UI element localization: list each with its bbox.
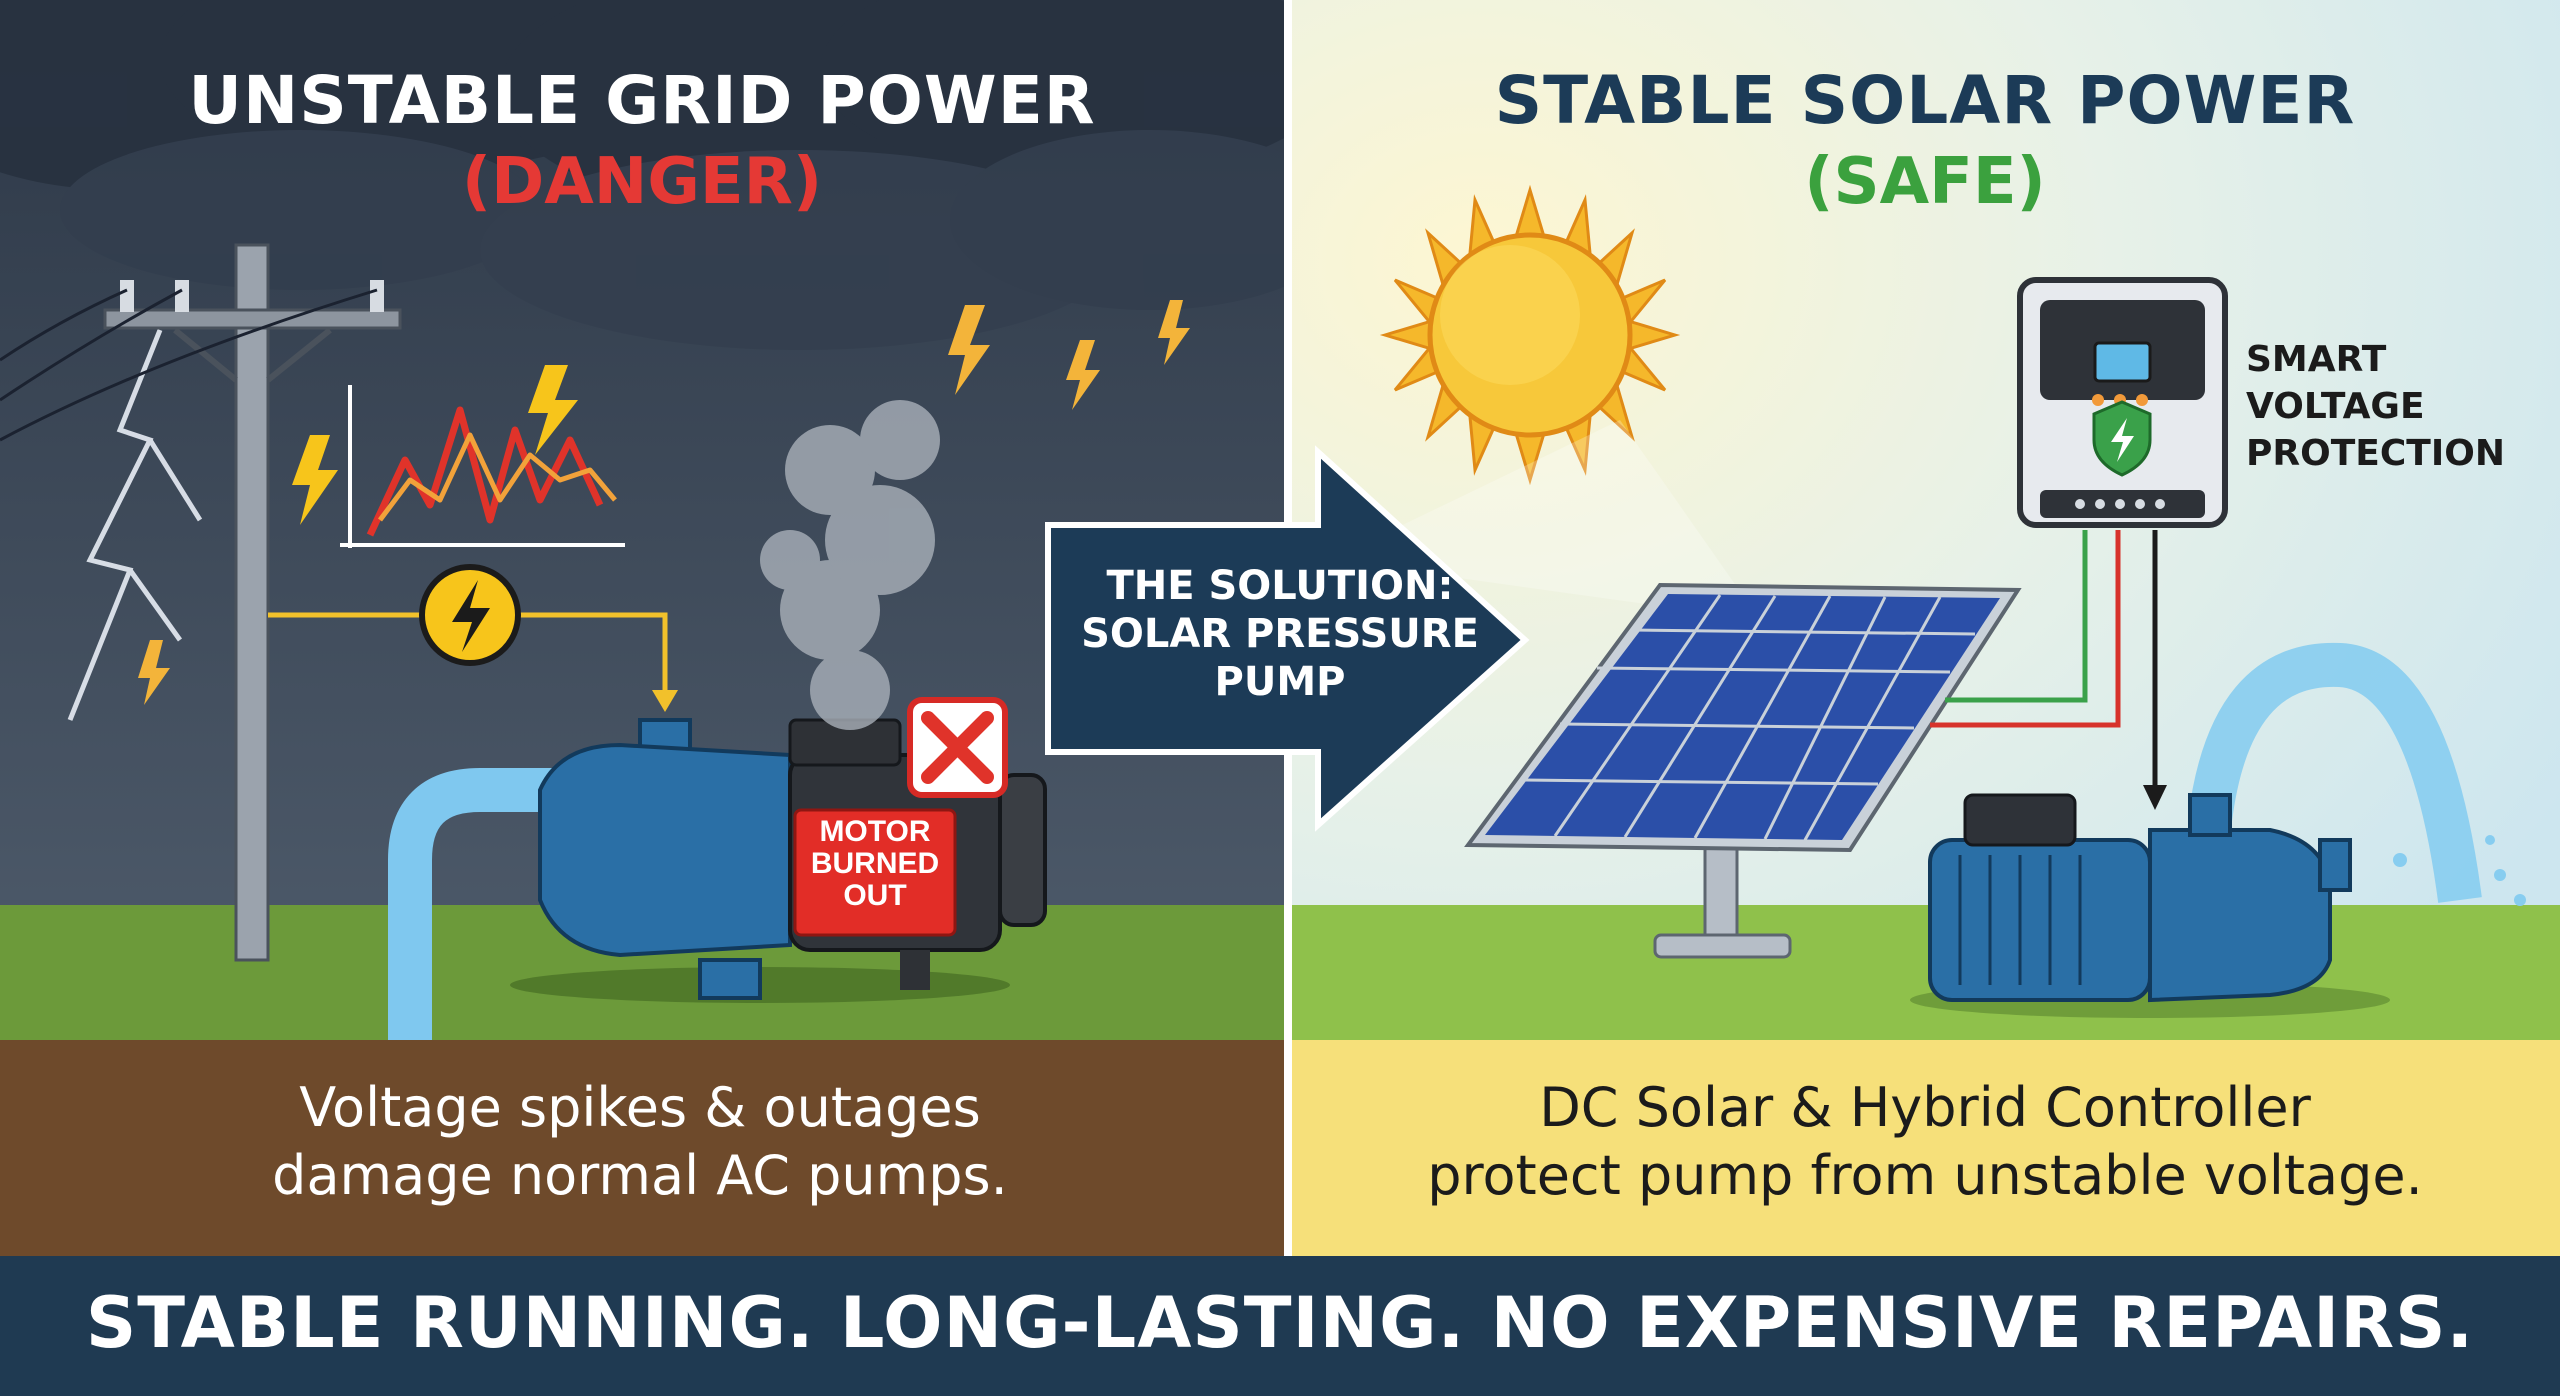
solution-line-3: PUMP	[1214, 659, 1346, 705]
smart-label-line-3: PROTECTION	[2246, 433, 2505, 474]
pump-icon	[1910, 793, 2390, 1018]
motor-label-line-2: BURNED	[810, 847, 940, 880]
warning-bolt-icon	[528, 365, 578, 455]
water-pipe	[388, 768, 560, 1040]
left-panel-subtitle: (DANGER)	[461, 145, 823, 219]
right-caption-line-1: DC Solar & Hybrid Controller	[1539, 1076, 2311, 1139]
power-pole-icon	[0, 243, 402, 962]
lightning-icon	[67, 329, 203, 721]
voltage-warning-icon	[419, 564, 521, 666]
arrow-right-icon	[1045, 445, 1530, 832]
smart-label-line-1: SMART	[2246, 339, 2387, 380]
smart-label-line-2: VOLTAGE	[2246, 386, 2425, 427]
solution-arrow-label: THE SOLUTION: SOLAR PRESSURE PUMP	[1060, 562, 1500, 706]
left-caption-line-1: Voltage spikes & outages	[299, 1076, 981, 1139]
power-wire	[268, 612, 668, 700]
right-panel-subtitle: (SAFE)	[1804, 145, 2046, 219]
left-panel-scene	[0, 0, 1290, 1260]
error-cross-icon	[907, 697, 1008, 798]
controller-wires	[1930, 530, 2158, 790]
solar-panel-icon	[1464, 582, 2022, 959]
smart-protection-label: SMART VOLTAGE PROTECTION	[2246, 336, 2560, 477]
water-stream-icon	[2188, 642, 2482, 903]
left-panel-title: UNSTABLE GRID POWER	[188, 62, 1096, 139]
sun-icon	[1379, 184, 1681, 486]
storm-clouds	[0, 0, 1290, 350]
voltage-spike-graph-icon	[340, 385, 625, 548]
solution-line-1: THE SOLUTION:	[1106, 563, 1454, 609]
bottom-banner	[0, 1256, 2560, 1396]
right-caption-line-2: protect pump from unstable voltage.	[1427, 1144, 2423, 1207]
grid-illustration	[0, 243, 1190, 1040]
left-panel-caption: Voltage spikes & outages damage normal A…	[160, 1074, 1120, 1210]
motor-label-line-1: MOTOR	[819, 815, 931, 848]
solar-illustration	[1330, 184, 2526, 1018]
motor-burned-label: MOTOR BURNED OUT	[800, 816, 950, 912]
left-caption-line-2: damage normal AC pumps.	[272, 1144, 1008, 1207]
pump-icon	[510, 718, 1047, 1003]
smoke-icon	[760, 400, 940, 730]
bottom-banner-text: STABLE RUNNING. LONG-LASTING. NO EXPENSI…	[85, 1282, 2475, 1364]
motor-label-line-3: OUT	[843, 879, 907, 912]
charge-controller-icon	[2017, 277, 2228, 528]
solution-line-2: SOLAR PRESSURE	[1081, 611, 1479, 657]
right-panel-caption: DC Solar & Hybrid Controller protect pum…	[1330, 1074, 2520, 1210]
spark-icons	[138, 300, 1190, 705]
right-panel-title: STABLE SOLAR POWER	[1494, 62, 2356, 139]
warning-bolt-icon	[292, 435, 338, 525]
